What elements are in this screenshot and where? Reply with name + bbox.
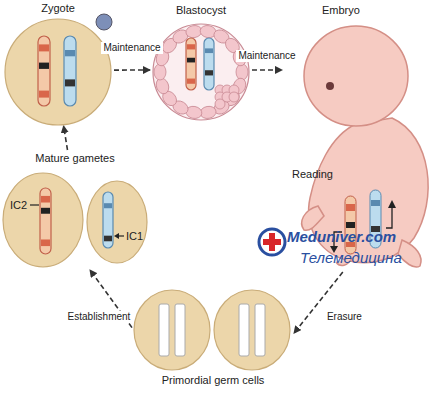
watermark-text: Телемедицина [300,249,402,267]
edge-label: Establishment [66,311,133,323]
node-label: Zygote [41,2,75,15]
watermark-logo [259,229,285,255]
node-label: Primordial germ cells [162,374,265,387]
egg-gamete-shape [2,172,84,268]
node-label: Embryo [322,4,360,17]
node-label: IC1 [126,230,143,243]
dashed-arrow [114,69,150,71]
edge-label: Maintenance [101,42,162,54]
watermark-text: Meduniver.com [287,228,396,246]
gamete-group: Mature gametesIC2IC1 [0,150,150,270]
sperm-gamete-shape [86,180,148,264]
zygote-cell: Zygote [2,0,114,126]
edge-label: Maintenance [236,50,297,62]
dashed-arrow [64,126,68,150]
node-note: Reading [292,168,333,181]
node-label: IC2 [10,199,27,212]
edge-label: Erasure [325,311,364,323]
dashed-arrow [294,272,343,333]
sperm-gamete: IC1 [86,180,148,264]
embryo-eye [326,82,334,90]
zygote-cell-shape [2,0,114,126]
egg-gamete: IC2 [2,172,84,268]
dashed-arrow [252,69,282,71]
node-label: Mature gametes [35,152,114,165]
node-label: Blastocyst [176,4,226,17]
germ-cells: Primordial germ cells [132,288,294,398]
